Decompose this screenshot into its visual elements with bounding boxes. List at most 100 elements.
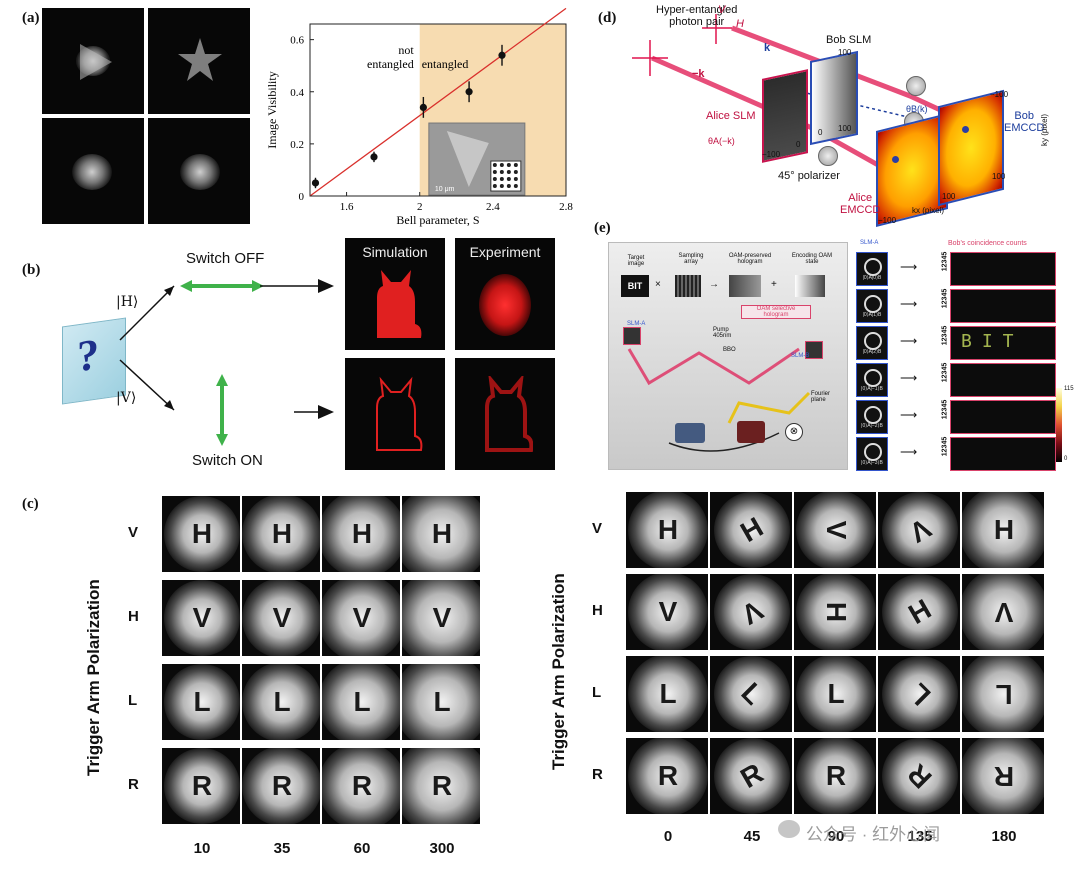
sim-on-image — [345, 358, 445, 470]
cat-image-grid: Simulation Experiment — [345, 238, 555, 470]
polarization-cell: L — [322, 664, 400, 740]
data-point — [311, 179, 320, 187]
data-point — [370, 153, 378, 161]
polarization-cell: L — [402, 664, 480, 740]
rows-index-label: 12345 — [941, 288, 949, 309]
bob-slm-label: Bob SLM — [826, 34, 872, 46]
alice-spot — [892, 156, 899, 163]
polarization-letter: V — [432, 602, 452, 633]
state-label: |0⟩A|2⟩B — [862, 349, 882, 355]
star-image — [148, 8, 250, 114]
coinc-image — [950, 252, 1056, 286]
y-tick-label: 0.2 — [290, 139, 304, 151]
polarization-cell: R — [626, 738, 708, 814]
bob-spot — [962, 126, 969, 133]
polarization-cell: H — [794, 574, 876, 650]
fit-line — [309, 7, 567, 197]
polarization-cell: V — [402, 580, 480, 656]
watermark: 公众号 · 红外心闻 — [806, 825, 941, 844]
k-label: k — [764, 42, 771, 54]
bob-emccd-screen — [938, 89, 1004, 207]
y-tick-label: 0.6 — [290, 35, 304, 47]
x-tick-label: 2.8 — [559, 201, 573, 213]
colorbar-max: 115 — [1064, 386, 1074, 392]
inset-dot — [492, 177, 497, 182]
polarization-letter: R — [993, 761, 1015, 792]
rows-index-label: 12345 — [941, 251, 949, 272]
beam-glow — [714, 574, 790, 650]
polarization-letter: H — [821, 601, 852, 623]
beam-glow — [322, 496, 400, 572]
inset-dot — [513, 163, 518, 168]
polarization-cell: L — [710, 656, 792, 732]
op-plus: + — [771, 279, 777, 290]
polarization-cell: V — [962, 574, 1044, 650]
polarization-cell: R — [710, 738, 792, 814]
polarization-letter: H — [431, 518, 453, 549]
beam-glow — [962, 492, 1044, 568]
y-axis-label: Image Visibility — [265, 71, 279, 148]
coinc-image — [950, 437, 1056, 471]
inset-scale: 10 μm — [435, 186, 455, 193]
flow-label-3: Encoding OAM state — [791, 253, 833, 265]
polarization-letter: H — [993, 514, 1015, 545]
x-tick-label: 1.6 — [340, 201, 354, 213]
not-entangled-label: not — [398, 43, 414, 57]
polarization-cell: R — [878, 738, 960, 814]
col-label: 35 — [273, 840, 291, 857]
beam-glow — [714, 738, 790, 814]
tick-5: 100 — [838, 48, 852, 57]
theta-b-label: θB(k) — [906, 104, 928, 114]
minus-k-label: −k — [692, 68, 705, 80]
beam-glow — [882, 656, 958, 732]
polarization-letter: R — [657, 760, 679, 791]
polarization-letter: L — [433, 686, 451, 717]
tick-4: 0 — [818, 128, 823, 137]
colorbar-min: 0 — [1064, 456, 1068, 462]
col-label: 10 — [193, 840, 211, 857]
encoding-state — [795, 275, 825, 297]
inset-dot — [499, 170, 504, 175]
beam-glow — [242, 748, 320, 824]
polarization-cell: H — [962, 492, 1044, 568]
switch-diagram-arrows — [119, 280, 264, 446]
polarization-letter: R — [191, 770, 213, 801]
switch-on-label: Switch ON — [192, 452, 263, 469]
row-label: L — [592, 684, 602, 701]
polarization-cell: L — [242, 664, 320, 740]
data-point — [465, 88, 473, 96]
beam-glow — [962, 656, 1044, 732]
row-arrow-icon: ⟶ — [900, 371, 918, 385]
beam-glow — [962, 738, 1044, 814]
inset-shape — [446, 131, 489, 188]
polarization-cell: R — [242, 748, 320, 824]
star-shape — [178, 38, 222, 81]
right-ytitle: Trigger Arm Polarization — [549, 573, 568, 770]
polarization-letter: R — [431, 770, 453, 801]
polarization-letter: L — [353, 686, 371, 717]
oam-optical-path — [627, 347, 811, 452]
rows-index-label: 12345 — [941, 399, 949, 420]
beam-glow — [628, 656, 708, 732]
inset-dot — [499, 184, 504, 189]
tick-2: 0 — [796, 140, 801, 149]
polarization-letter: H — [271, 518, 293, 549]
target-image: BIT — [621, 275, 649, 297]
exp-on-image — [455, 358, 555, 470]
polarization-letter: V — [994, 597, 1014, 628]
polarization-cell: H — [710, 492, 792, 568]
coinc-row: |0⟩A|−2⟩B⟶12345 — [850, 400, 1056, 434]
coinc-row: |0⟩A|1⟩B⟶12345 — [850, 289, 1056, 323]
beam-glow — [882, 738, 958, 814]
coinc-image: BIT — [950, 326, 1056, 360]
beam-glow — [322, 664, 400, 740]
tick-3: 100 — [838, 124, 852, 133]
detector-box — [675, 423, 705, 443]
polarization-letter: V — [352, 602, 372, 633]
tick-1: −100 — [762, 150, 781, 159]
oam-hologram — [729, 275, 761, 297]
tick-6: −100 — [878, 216, 897, 225]
not-entangled-label: entangled — [367, 57, 414, 71]
